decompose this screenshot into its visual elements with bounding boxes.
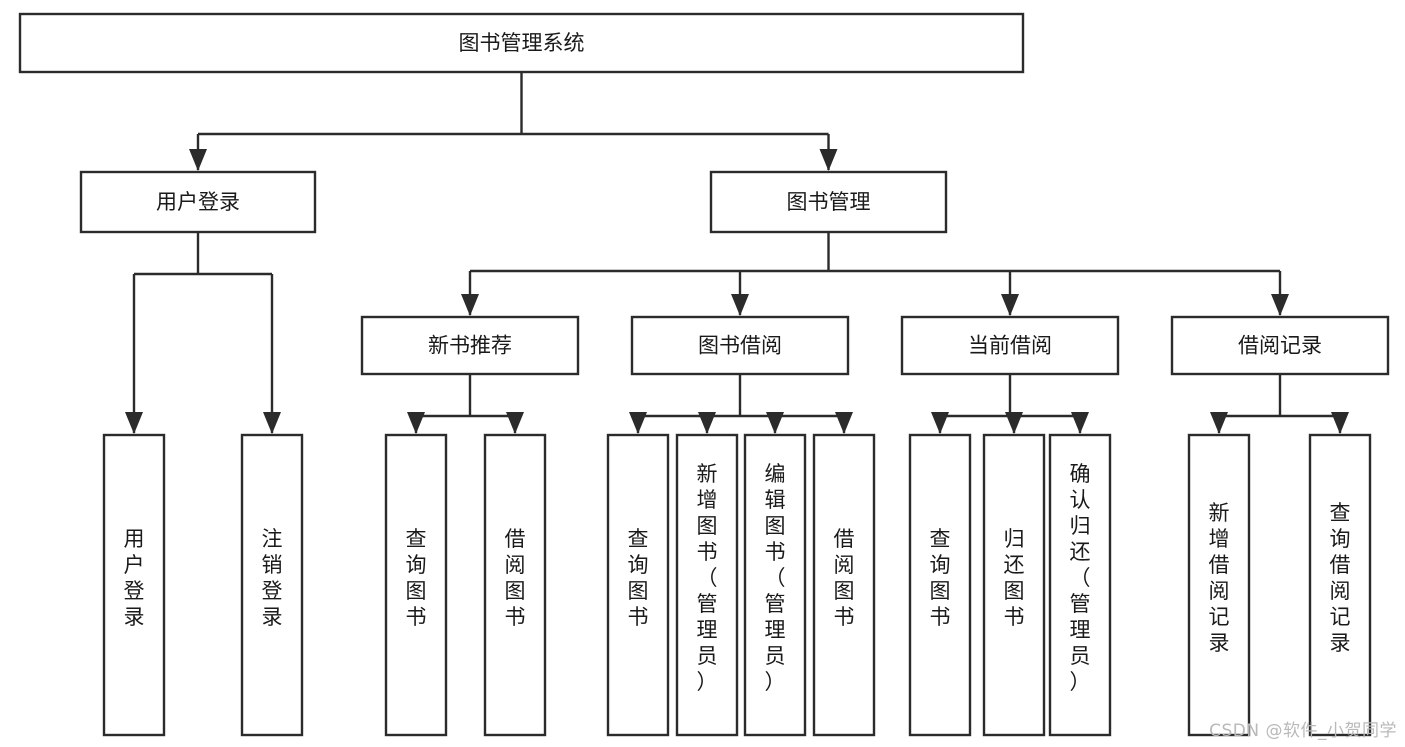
arrow-leaf-edit-book — [766, 412, 784, 434]
node-leaf-user-login-box[interactable] — [102, 433, 166, 737]
node-leaf-edit-book-box[interactable] — [743, 433, 807, 737]
arrow-leaf-query-book-2 — [629, 412, 647, 434]
node-leaf-return-book-box[interactable] — [982, 433, 1046, 737]
node-leaf-query-book-2-label: 查询图书 — [628, 527, 649, 629]
node-new-book-recommend-label: 新书推荐 — [428, 334, 512, 358]
arrow-leaf-borrow-book-2 — [835, 412, 853, 434]
arrow-borrow-record — [1271, 294, 1289, 316]
node-leaf-query-book-3-label: 查询图书 — [930, 527, 951, 629]
node-leaf-return-book-label: 归还图书 — [1004, 527, 1025, 629]
node-current-borrow-box[interactable] — [900, 315, 1120, 376]
node-leaf-query-book-1-box[interactable] — [384, 433, 448, 737]
arrow-book-manage — [819, 149, 838, 171]
node-leaf-add-book-label: 新增图书（管理员） — [697, 462, 718, 694]
node-leaf-borrow-book-1-label: 借阅图书 — [505, 527, 526, 629]
node-leaf-add-book-box[interactable] — [675, 433, 739, 737]
node-leaf-user-logout-box[interactable] — [240, 433, 304, 737]
node-leaf-query-record-box[interactable] — [1308, 433, 1372, 737]
arrow-leaf-query-book-1 — [407, 412, 425, 434]
node-leaf-query-book-1-label: 查询图书 — [406, 527, 427, 629]
node-new-book-recommend-box[interactable] — [360, 315, 580, 376]
node-leaf-borrow-book-1-box[interactable] — [483, 433, 547, 737]
arrow-leaf-return-book — [1005, 412, 1023, 434]
node-leaf-query-book-3-box[interactable] — [908, 433, 972, 737]
arrow-leaf-confirm-return — [1071, 412, 1089, 434]
arrow-heads — [125, 149, 1349, 434]
node-leaf-borrow-book-2-box[interactable] — [812, 433, 876, 737]
arrow-leaf-query-record — [1331, 412, 1349, 434]
arrow-leaf-user-login — [125, 412, 143, 434]
node-user-login-label: 用户登录 — [156, 190, 240, 214]
node-book-manage-label: 图书管理 — [787, 190, 871, 214]
node-book-borrow-box[interactable] — [630, 315, 850, 376]
node-borrow-record-label: 借阅记录 — [1238, 334, 1322, 358]
arrow-leaf-user-logout — [263, 412, 281, 434]
node-leaf-user-logout-label: 注销登录 — [262, 527, 283, 629]
node-leaf-confirm-return-box[interactable] — [1048, 433, 1112, 737]
arrow-leaf-borrow-book-1 — [506, 412, 524, 434]
node-book-borrow-label: 图书借阅 — [698, 334, 782, 358]
arrow-leaf-query-book-3 — [931, 412, 949, 434]
node-leaf-query-book-2-box[interactable] — [606, 433, 670, 737]
node-leaf-add-record-box[interactable] — [1187, 433, 1251, 737]
arrow-current-borrow — [1001, 294, 1019, 316]
node-labels: 图书管理系统用户登录图书管理新书推荐图书借阅当前借阅借阅记录用户登录注销登录查询… — [124, 31, 1351, 694]
arrow-leaf-add-book — [698, 412, 716, 434]
node-leaf-add-record-label: 新增借阅记录 — [1209, 501, 1230, 655]
node-leaf-query-record-label: 查询借阅记录 — [1330, 501, 1351, 655]
node-boxes — [18, 12, 1390, 737]
node-current-borrow-label: 当前借阅 — [968, 334, 1052, 358]
arrow-leaf-add-record — [1210, 412, 1228, 434]
csdn-watermark: CSDN @软件_小贺同学 — [1209, 721, 1397, 741]
arrow-user-login — [189, 149, 207, 171]
node-root-box[interactable] — [18, 12, 1025, 74]
node-root-label: 图书管理系统 — [459, 31, 585, 55]
node-leaf-user-login-label: 用户登录 — [124, 527, 145, 629]
node-leaf-borrow-book-2-label: 借阅图书 — [834, 527, 855, 629]
node-leaf-confirm-return-label: 确认归还（管理员） — [1070, 462, 1091, 694]
arrow-new-book-recommend — [461, 294, 479, 316]
connector-lines — [132, 72, 1342, 433]
node-book-manage-box[interactable] — [709, 170, 948, 234]
node-borrow-record-box[interactable] — [1170, 315, 1390, 376]
arrow-book-borrow — [731, 294, 749, 316]
node-user-login-box[interactable] — [79, 170, 317, 234]
node-leaf-edit-book-label: 编辑图书（管理员） — [765, 462, 786, 694]
